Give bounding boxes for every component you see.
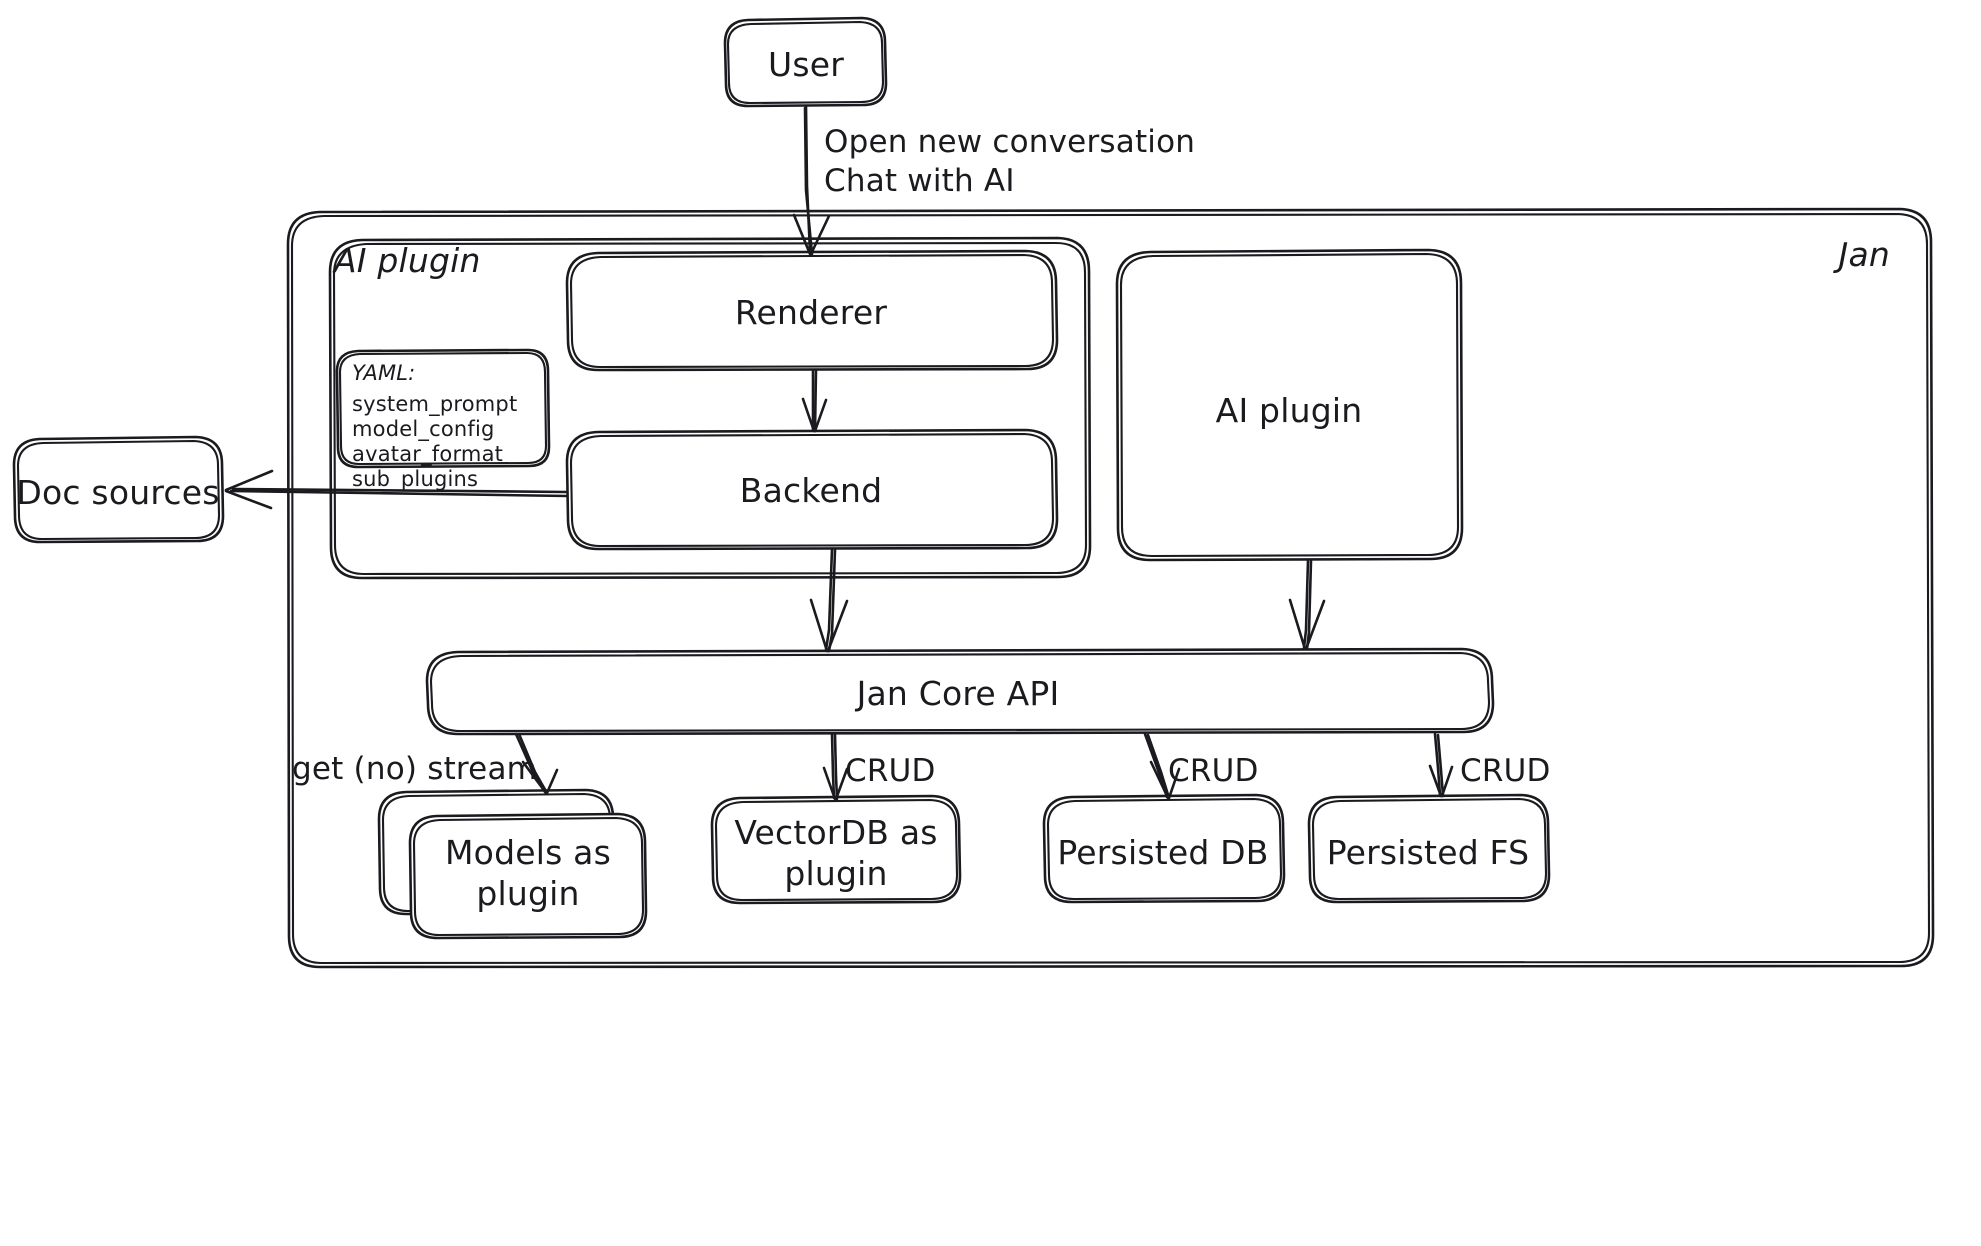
yaml-heading: YAML: <box>352 361 416 385</box>
edge-label-core-to-persisted-fs: CRUD <box>1460 753 1551 789</box>
node-backend-label: Backend <box>739 471 883 510</box>
node-vectordb-plugin-label: VectorDB as plugin <box>734 813 938 894</box>
edge-label-core-to-models: get (no) stream <box>292 751 538 787</box>
node-persisted-db-label: Persisted DB <box>1057 833 1269 872</box>
node-models-plugin-label: Models as plugin <box>445 833 611 914</box>
persisted-db-shape <box>1042 793 1286 904</box>
models-plugin-shape <box>377 788 648 940</box>
edge-backend-to-doc-sources <box>224 469 569 510</box>
edge-core-to-persisted-db <box>1143 732 1181 800</box>
yaml-key-avatar-format: avatar_format <box>352 442 504 466</box>
vectordb-plugin-shape <box>710 794 962 905</box>
user-shape <box>723 16 888 108</box>
edge-label-core-to-persisted-db: CRUD <box>1168 753 1259 789</box>
node-jan-core-api-label: Jan Core API <box>856 674 1060 713</box>
yaml-key-model-config: model_config <box>352 417 495 441</box>
edge-core-to-persisted-fs <box>1428 732 1454 798</box>
edge-label-core-to-vectordb: CRUD <box>845 753 936 789</box>
jan-core-api-shape <box>425 647 1495 736</box>
edge-user-to-renderer <box>792 104 831 256</box>
jan-container-label: Jan <box>1838 235 1890 274</box>
edge-core-to-models <box>514 732 559 795</box>
node-ai-plugin-right-label: AI plugin <box>1215 391 1363 430</box>
node-user-label: User <box>767 45 845 84</box>
node-doc-sources-label: Doc sources <box>16 473 220 512</box>
edge-label-user-to-renderer: Open new conversation Chat with AI <box>824 124 1196 199</box>
ai-plugin-right-shape <box>1115 248 1464 562</box>
node-persisted-fs-label: Persisted FS <box>1326 833 1530 872</box>
edge-ai-plugin-to-core <box>1288 558 1326 651</box>
persisted-fs-shape <box>1307 793 1551 904</box>
edge-core-to-vectordb <box>822 732 849 801</box>
edge-renderer-to-backend <box>801 368 828 433</box>
ai-plugin-group-label: AI plugin <box>334 241 481 280</box>
yaml-key-system-prompt: system_prompt <box>352 392 518 416</box>
edge-backend-to-core <box>809 547 849 653</box>
node-renderer-label: Renderer <box>734 293 888 332</box>
backend-shape <box>565 428 1059 551</box>
doc-sources-shape <box>12 435 225 544</box>
yaml-key-sub-plugins: sub_plugins <box>352 467 479 491</box>
renderer-shape <box>565 249 1059 372</box>
yaml-card-shape <box>335 348 551 469</box>
